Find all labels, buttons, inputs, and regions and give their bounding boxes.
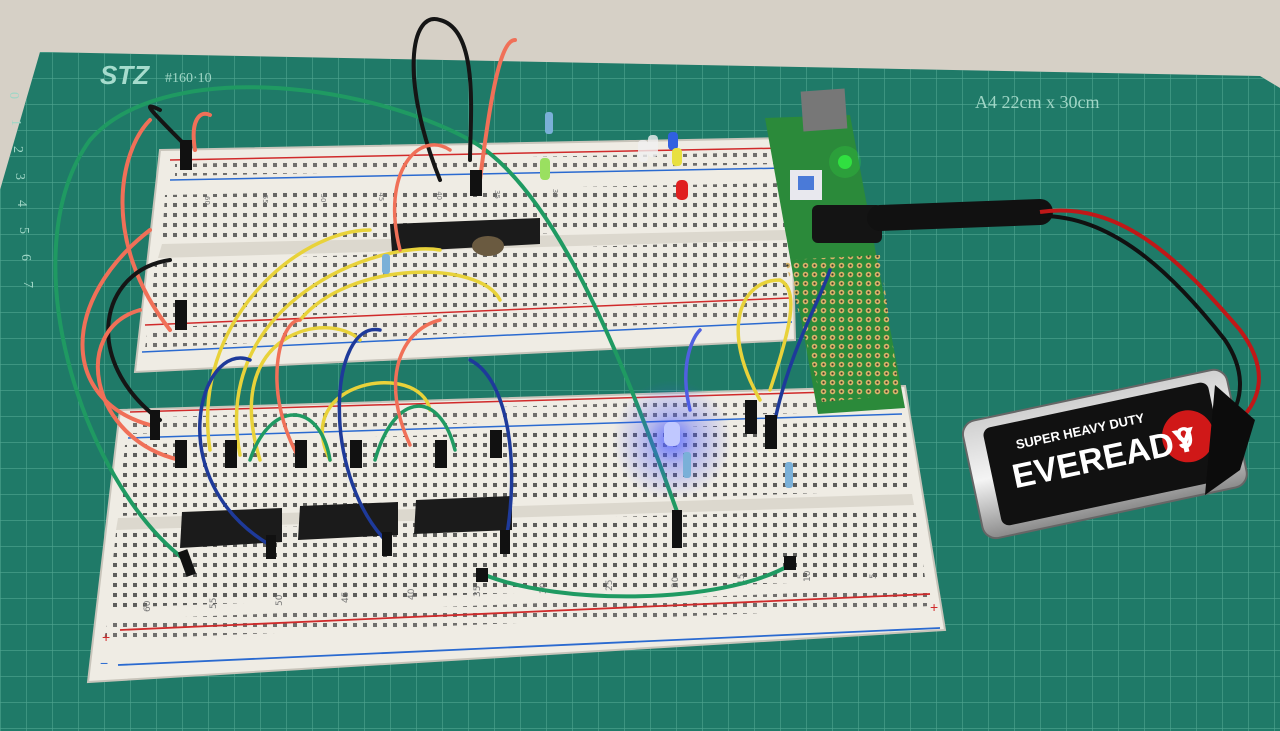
mat-ruler-number: 6 [18, 254, 33, 261]
rail-plus-label: + [102, 629, 110, 645]
top-column-number: 35 [493, 190, 501, 199]
top-breadboard-column-numbers: 60 55 50 45 40 35 30 [203, 189, 559, 205]
bottom-column-number: 45 [341, 592, 351, 603]
battery-logo [1162, 410, 1215, 463]
top-column-number: 40 [435, 191, 443, 200]
ic-chip-2 [298, 502, 398, 540]
rail-minus-label: − [100, 655, 108, 671]
bottom-column-number: 50 [275, 594, 285, 606]
led-power-green [838, 155, 852, 169]
rail-plus-label-right: + [930, 599, 938, 615]
mat-ruler-number: 4 [14, 200, 29, 207]
top-column-number: 50 [319, 194, 327, 203]
mat-ruler-number: 5 [16, 227, 31, 234]
top-column-number: 45 [377, 192, 385, 201]
top-column-number: 55 [261, 195, 269, 204]
led-green-top [540, 158, 550, 180]
wire-orange-top [478, 38, 517, 182]
bottom-column-number: 35 [473, 586, 483, 597]
crystal-oscillator [472, 236, 504, 256]
bottom-column-number: 10 [803, 570, 813, 582]
bottom-column-number: 55 [209, 598, 219, 609]
wire-black-top [411, 17, 474, 182]
bottom-column-number: 15 [737, 574, 747, 585]
bottom-column-number: 60 [143, 600, 153, 612]
battery-9v: 9 EVEREADY SUPER HEAVY DUTY [961, 368, 1255, 540]
bottom-column-number: 25 [605, 580, 615, 591]
mat-ruler-number: 7 [20, 281, 35, 288]
led-red-top [676, 180, 688, 200]
resistors [382, 112, 793, 488]
bottom-column-number: 30 [539, 582, 549, 594]
power-module [765, 88, 905, 414]
dc-jack [812, 205, 882, 243]
mat-ruler-number: 1 [8, 119, 23, 126]
leds [540, 132, 732, 500]
led-blue-lit [664, 422, 680, 446]
ic-chip-3 [414, 496, 512, 534]
mat-size-label: A4 22cm x 30cm [975, 92, 1099, 112]
mat-left-ruler: 0 1 2 3 4 5 6 7 [6, 92, 35, 288]
push-button-cap[interactable] [798, 176, 814, 190]
bottom-breadboard-column-numbers: 60 55 50 45 40 35 30 25 20 15 10 5 [143, 570, 879, 612]
led-clear-2 [648, 135, 658, 157]
mat-model: #160·10 [165, 71, 212, 86]
top-column-number: 60 [203, 196, 211, 205]
bottom-column-number: 5 [869, 573, 879, 579]
mat-brand: STZ [100, 60, 150, 90]
wire-green-bottom [483, 563, 792, 599]
bottom-column-number: 20 [671, 576, 681, 588]
led-yellow-top [672, 148, 682, 166]
wire-plugs [150, 140, 796, 582]
dc-cable [867, 199, 1261, 427]
led-clear-1 [638, 140, 648, 162]
mat-ruler-number: 2 [10, 146, 25, 153]
top-column-number: 30 [551, 189, 559, 198]
voltage-regulator [800, 88, 848, 132]
mat-ruler-number: 0 [6, 92, 21, 99]
jumper-wires [53, 17, 832, 599]
wire-green-long [53, 85, 682, 562]
battery-logo-text: 9 [1173, 421, 1196, 457]
mat-ruler-number: 3 [12, 173, 27, 180]
led-blue-top [668, 132, 678, 150]
bottom-column-number: 40 [407, 588, 417, 600]
